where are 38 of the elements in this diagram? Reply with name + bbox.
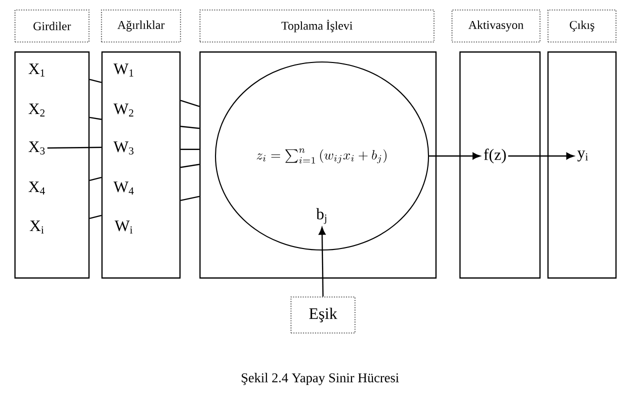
column-box <box>547 51 617 279</box>
header-box: Çıkış <box>547 9 617 43</box>
header-box: Aktivasyon <box>451 9 541 43</box>
symbol-label: W$_{1}$ <box>113 64 134 76</box>
symbol-label: X$_{3}$ <box>28 142 45 154</box>
symbol-label: W$_{i}$ <box>114 220 132 234</box>
connector-line <box>180 196 200 201</box>
column-box <box>199 51 437 279</box>
column-box <box>14 51 90 279</box>
threshold-box: Eşik <box>290 296 356 334</box>
symbol-label: f(z) <box>484 148 506 164</box>
connector-arrow <box>318 227 326 296</box>
connector-line <box>89 176 102 181</box>
connector-line <box>180 100 200 107</box>
caption: Şekil 2.4 Yapay Sinir Hücresi <box>242 372 399 386</box>
symbol-label: X$_{2}$ <box>28 104 45 116</box>
symbol-label: X$_{i}$ <box>30 220 44 234</box>
header-box: Girdiler <box>14 9 90 43</box>
header-box: Ağırlıklar <box>100 9 182 43</box>
column-box <box>459 51 541 279</box>
symbol-label: X$_{4}$ <box>28 182 45 194</box>
header-box: Toplama İşlevi <box>199 9 435 43</box>
connector-line <box>180 148 200 150</box>
connector-line <box>47 146 102 149</box>
connector-line <box>90 116 102 120</box>
connector-line <box>180 164 200 168</box>
connector-line <box>89 214 102 219</box>
connector-arrow <box>508 152 574 160</box>
connector-arrow <box>429 152 480 160</box>
symbol-label: b$_{j}$ <box>316 208 326 224</box>
symbol-label: y$_{i}$ <box>577 150 588 162</box>
column-box <box>101 51 181 279</box>
symbol-label: W$_{3}$ <box>113 142 134 154</box>
symbol-label: W$_{2}$ <box>113 104 134 116</box>
connector-line <box>89 78 102 83</box>
symbol-label: W$_{4}$ <box>113 182 134 194</box>
symbol-label: X$_{1}$ <box>28 64 44 76</box>
connector-line <box>180 126 200 129</box>
